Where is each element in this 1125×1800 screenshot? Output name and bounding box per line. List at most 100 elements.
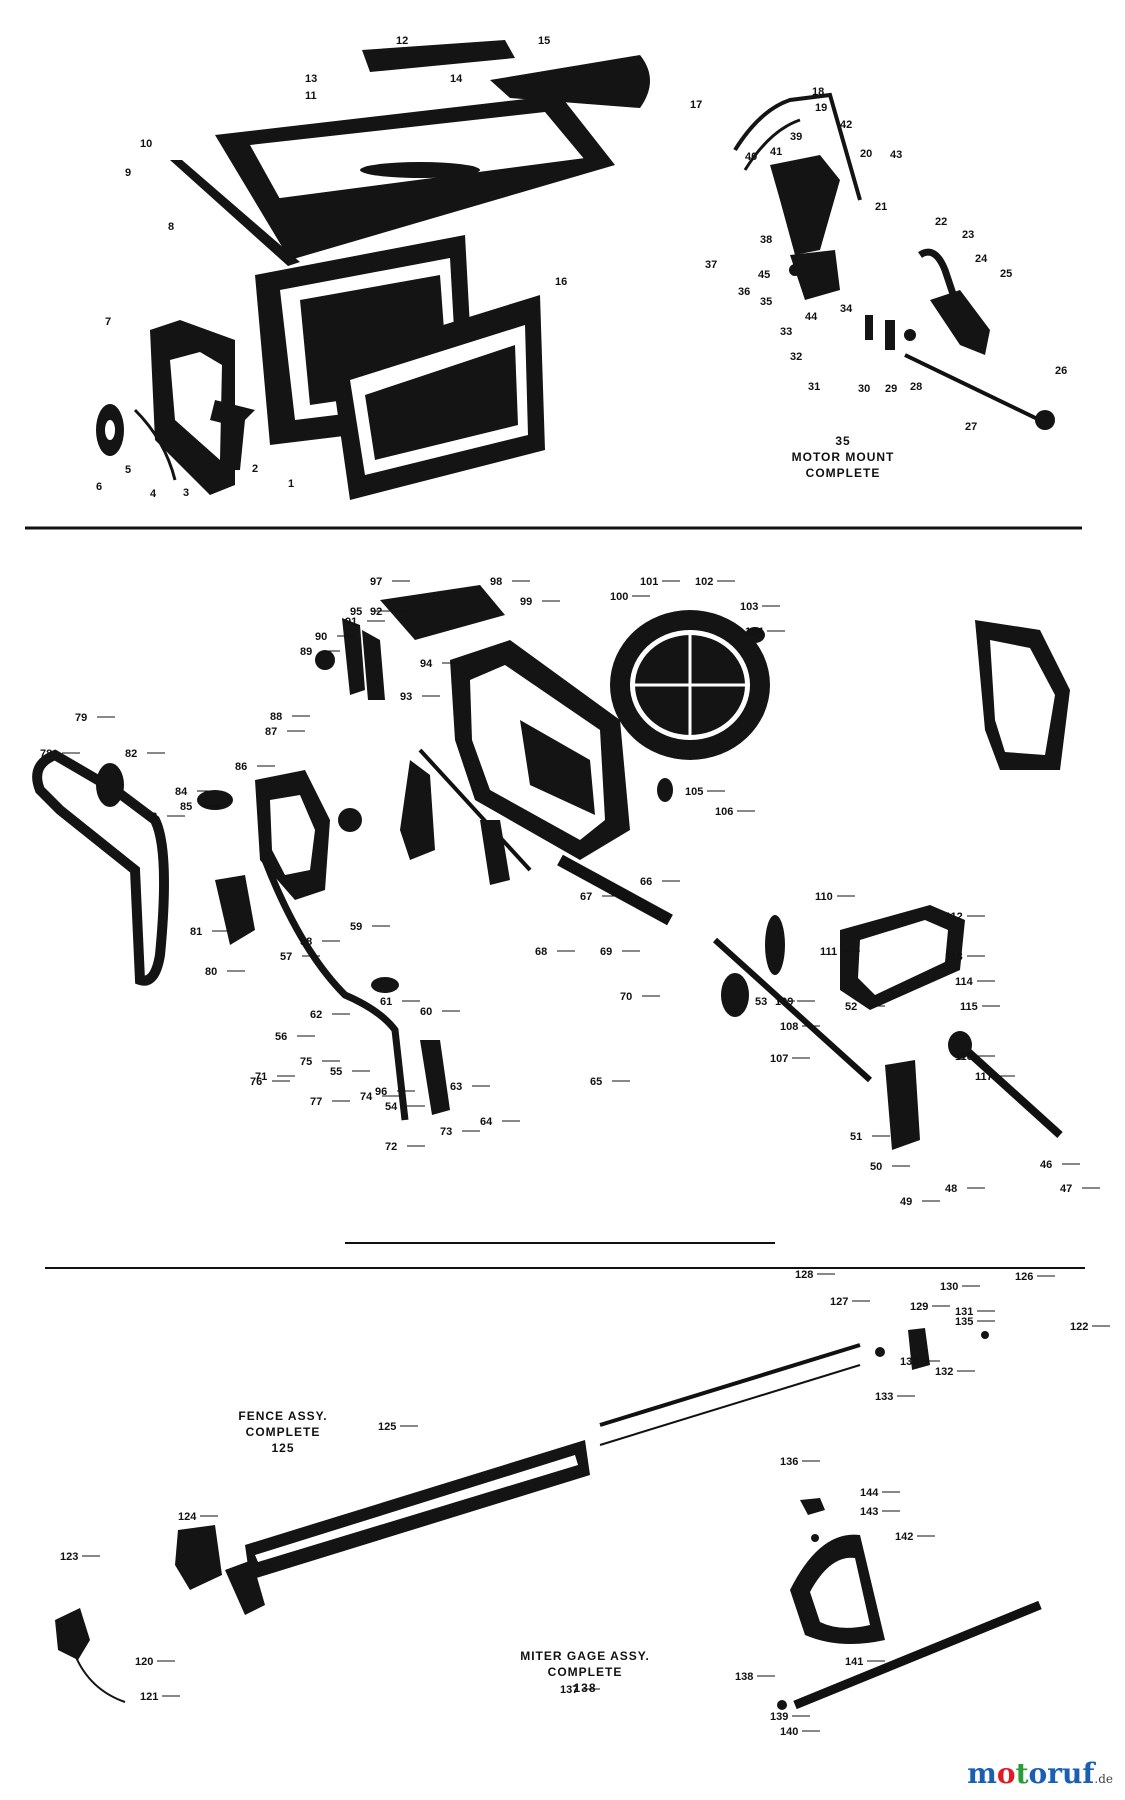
callout-122: 122 <box>1070 1321 1088 1333</box>
callout-70: 70 <box>620 991 632 1003</box>
callout-48: 48 <box>945 1183 957 1195</box>
callout-88: 88 <box>270 711 282 723</box>
miter-gage-caption: MITER GAGE ASSY. COMPLETE 138 <box>520 1649 649 1695</box>
section-dividers <box>25 526 1085 1269</box>
callout-101: 101 <box>640 576 658 588</box>
callout-96: 96 <box>375 1086 387 1098</box>
callout-74: 74 <box>360 1091 373 1103</box>
callout: 6 <box>96 481 102 493</box>
callout-58: 58 <box>300 936 312 948</box>
callout: 39 <box>790 131 802 143</box>
callout-78: 78 <box>40 748 52 760</box>
callout-143: 143 <box>860 1506 878 1518</box>
callout: 18 <box>812 86 824 98</box>
callout-126: 126 <box>1015 1271 1033 1283</box>
callout-91: 91 <box>345 616 357 628</box>
callout-69: 69 <box>600 946 612 958</box>
callout-116: 116 <box>955 1051 973 1063</box>
callouts-middle: 4647484950515253545556575859606162636465… <box>40 576 1100 1208</box>
callout: 16 <box>555 276 567 288</box>
watermark-logo: motoruf.de <box>967 1757 1113 1790</box>
callout-57: 57 <box>280 951 292 963</box>
callout-50: 50 <box>870 1161 882 1173</box>
motor-mount-caption: 35 MOTOR MOUNT COMPLETE <box>792 434 895 480</box>
callout: 37 <box>705 259 717 271</box>
blade-housing <box>450 640 630 860</box>
callout: 29 <box>885 383 897 395</box>
callout-110: 110 <box>815 891 833 903</box>
callout-66: 66 <box>640 876 652 888</box>
miter-gage <box>777 1498 1042 1710</box>
callout-140: 140 <box>780 1726 798 1738</box>
side-panel <box>150 320 255 495</box>
tilt-arm <box>261 585 505 1121</box>
callout-94: 94 <box>420 658 433 670</box>
callout-67: 67 <box>580 891 592 903</box>
callout-109: 109 <box>775 996 793 1008</box>
callout-108: 108 <box>780 1021 798 1033</box>
blade-guard-top <box>490 55 650 108</box>
callout-136: 136 <box>780 1456 798 1468</box>
arbor-bracket <box>255 770 362 900</box>
cabinet <box>255 235 545 500</box>
callout-54: 54 <box>385 1101 398 1113</box>
callout: 11 <box>305 90 317 102</box>
callout-121: 121 <box>140 1691 158 1703</box>
callout-93: 93 <box>400 691 412 703</box>
motor-mount <box>733 92 1055 430</box>
callout: 12 <box>396 35 408 47</box>
callout-86: 86 <box>235 761 247 773</box>
assembly-number: 138 <box>573 1681 596 1695</box>
callout-120: 120 <box>135 1656 153 1668</box>
callout-132: 132 <box>935 1366 953 1378</box>
callout-60: 60 <box>420 1006 432 1018</box>
callout-99: 99 <box>520 596 532 608</box>
callout-56: 56 <box>275 1031 287 1043</box>
left-rail <box>170 160 300 266</box>
callout-68: 68 <box>535 946 547 958</box>
callout-53: 53 <box>755 996 767 1008</box>
callout-130: 130 <box>940 1281 958 1293</box>
callout-81: 81 <box>190 926 202 938</box>
callout: 22 <box>935 216 947 228</box>
callout-117: 117 <box>975 1071 993 1083</box>
callout-71: 71 <box>255 1071 267 1083</box>
callout: 38 <box>760 234 772 246</box>
callout-90: 90 <box>315 631 327 643</box>
callout-137: 137 <box>560 1684 578 1696</box>
callout-87: 87 <box>265 726 277 738</box>
callout-105: 105 <box>685 786 703 798</box>
callout-51: 51 <box>850 1131 862 1143</box>
callout: 32 <box>790 351 802 363</box>
callouts-bottom: 1201211221231241251261271281291301311321… <box>60 1269 1110 1738</box>
callout-100: 100 <box>610 591 628 603</box>
callout: 8 <box>168 221 174 233</box>
callout-85: 85 <box>180 801 192 813</box>
callout-77: 77 <box>310 1096 322 1108</box>
callout: 24 <box>975 253 988 265</box>
callout: 31 <box>808 381 820 393</box>
callout-63: 63 <box>450 1081 462 1093</box>
callout-113: 113 <box>945 951 963 963</box>
table-top <box>215 95 615 260</box>
callout-52: 52 <box>845 1001 857 1013</box>
callout-141: 141 <box>845 1656 863 1668</box>
assembly-subtitle: COMPLETE <box>246 1425 321 1439</box>
callout-131: 131 <box>955 1306 973 1318</box>
callout-89: 89 <box>300 646 312 658</box>
assembly-number: 35 <box>835 434 850 448</box>
callout: 44 <box>805 311 818 323</box>
callout-62: 62 <box>310 1009 322 1021</box>
assembly-title: MOTOR MOUNT <box>792 450 895 464</box>
callout-82: 82 <box>125 748 137 760</box>
callout-47: 47 <box>1060 1183 1072 1195</box>
callout-80: 80 <box>205 966 217 978</box>
callout-75: 75 <box>300 1056 312 1068</box>
callout: 7 <box>105 316 111 328</box>
callout-142: 142 <box>895 1531 913 1543</box>
rail-clamp <box>875 1328 989 1370</box>
callout: 10 <box>140 138 152 150</box>
callout: 45 <box>758 269 770 281</box>
callout-125: 125 <box>378 1421 396 1433</box>
